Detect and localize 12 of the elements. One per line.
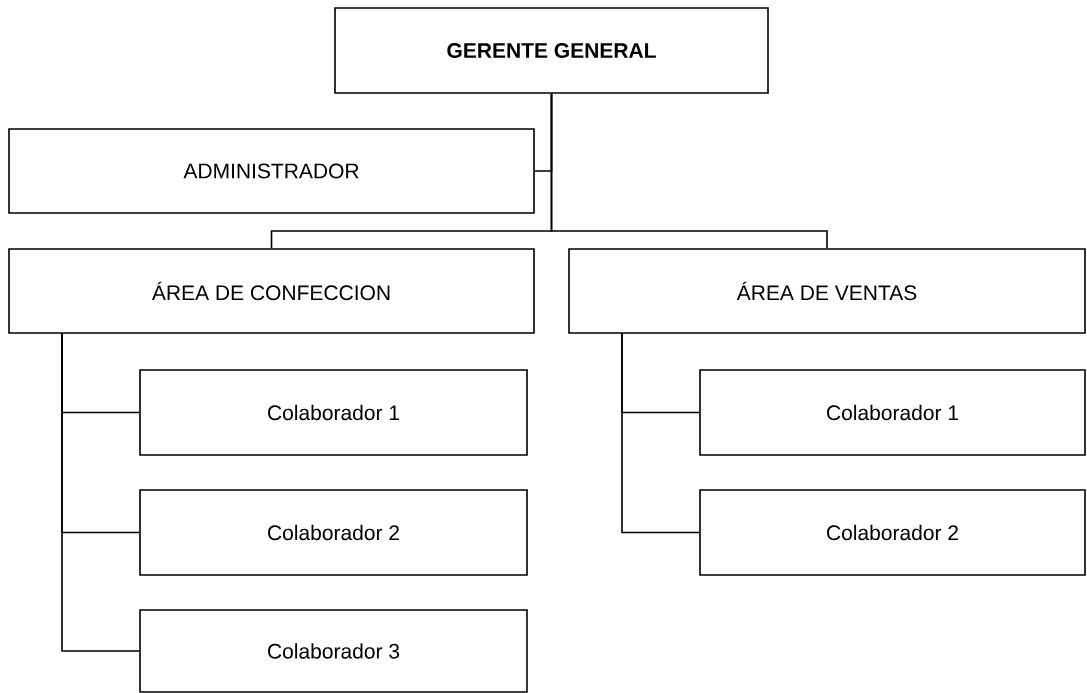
employee-box: Colaborador 2: [699, 489, 1086, 576]
employee-box: Colaborador 1: [139, 369, 528, 456]
department-box: ÁREA DE CONFECCION: [8, 248, 535, 334]
manager-box: GERENTE GENERAL: [334, 7, 769, 94]
employee-box: Colaborador 3: [139, 609, 528, 693]
role-box: ADMINISTRADOR: [8, 128, 535, 214]
department-box: ÁREA DE VENTAS: [568, 248, 1086, 334]
connector-line: [550, 93, 828, 249]
employee-box: Colaborador 1: [699, 369, 1086, 456]
connector-line: [621, 332, 700, 534]
connector-line: [61, 332, 140, 652]
employee-box: Colaborador 2: [139, 489, 528, 576]
